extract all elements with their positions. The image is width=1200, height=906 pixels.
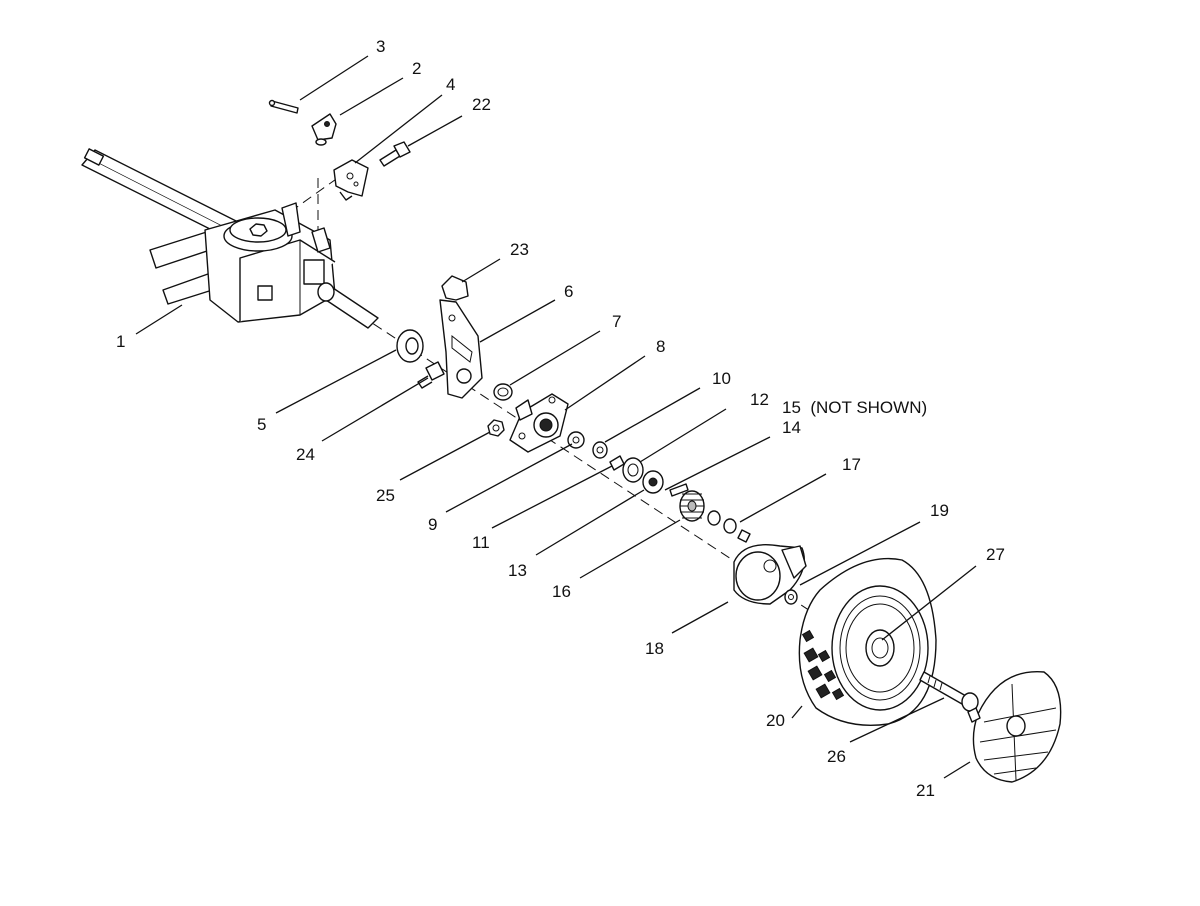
callout-labels: 1 2 3 4 5 6 7 8 9 10 11 12 13 14 15 (NOT… bbox=[116, 37, 1005, 800]
callout-11: 11 bbox=[472, 533, 490, 552]
callout-5: 5 bbox=[257, 415, 266, 434]
spacer-part bbox=[396, 329, 424, 363]
wheel-part bbox=[798, 557, 937, 726]
washer-17-part bbox=[707, 510, 751, 543]
bracket-part bbox=[333, 159, 369, 201]
bearing-12-part bbox=[622, 457, 644, 483]
clip-part bbox=[441, 275, 469, 301]
callout-20: 20 bbox=[766, 711, 785, 730]
callout-25: 25 bbox=[376, 486, 395, 505]
assembly-axis bbox=[289, 171, 901, 671]
callout-12: 12 bbox=[750, 390, 769, 409]
hub-cap-part bbox=[967, 671, 1062, 783]
screw-24-part bbox=[417, 361, 445, 389]
leader-lines bbox=[135, 55, 977, 779]
washer-19-part bbox=[784, 589, 798, 605]
ratchet-cup-part bbox=[733, 544, 807, 605]
callout-3: 3 bbox=[376, 37, 385, 56]
clip-11-part bbox=[609, 455, 625, 471]
callout-24: 24 bbox=[296, 445, 315, 464]
nut-25-part bbox=[487, 419, 505, 437]
key-14-part bbox=[669, 483, 689, 497]
callout-14: 14 bbox=[782, 418, 801, 437]
callout-15: 15 (NOT SHOWN) bbox=[782, 398, 927, 417]
transmission-part bbox=[81, 148, 379, 329]
callout-17: 17 bbox=[842, 455, 861, 474]
tread-pattern bbox=[801, 629, 845, 701]
o-ring-part bbox=[493, 383, 513, 401]
height-plate-part bbox=[439, 299, 483, 399]
callout-2: 2 bbox=[412, 59, 421, 78]
bearing-housing-part bbox=[509, 393, 569, 453]
callout-8: 8 bbox=[656, 337, 665, 356]
callout-9: 9 bbox=[428, 515, 437, 534]
callout-26: 26 bbox=[827, 747, 846, 766]
pinion-gear-part bbox=[679, 490, 705, 522]
bolt-22-part bbox=[379, 141, 411, 167]
callout-6: 6 bbox=[564, 282, 573, 301]
pin-part bbox=[268, 99, 299, 114]
callout-10: 10 bbox=[712, 369, 731, 388]
callout-19: 19 bbox=[930, 501, 949, 520]
callout-4: 4 bbox=[446, 75, 455, 94]
callout-22: 22 bbox=[472, 95, 491, 114]
washer-10-part bbox=[592, 441, 608, 459]
callout-1: 1 bbox=[116, 332, 125, 351]
callout-21: 21 bbox=[916, 781, 935, 800]
callout-18: 18 bbox=[645, 639, 664, 658]
callout-27: 27 bbox=[986, 545, 1005, 564]
callout-23: 23 bbox=[510, 240, 529, 259]
callout-16: 16 bbox=[552, 582, 571, 601]
callout-13: 13 bbox=[508, 561, 527, 580]
bearing-13-part bbox=[642, 470, 664, 494]
knob-part bbox=[311, 113, 337, 146]
callout-7: 7 bbox=[612, 312, 621, 331]
